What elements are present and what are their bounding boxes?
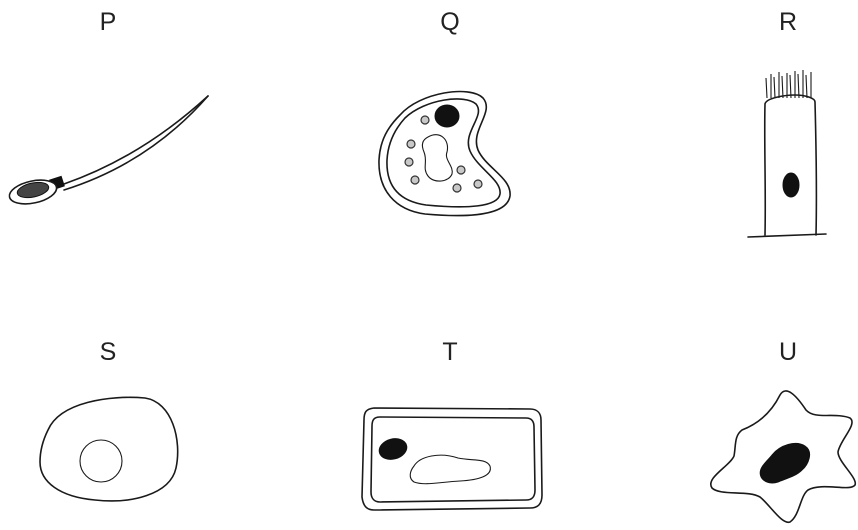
cell-r-ciliated — [747, 70, 827, 238]
cell-t-plant — [361, 407, 543, 511]
granule — [420, 115, 430, 125]
cell-p-sperm — [8, 95, 209, 205]
cell-q-vacuole — [421, 134, 453, 182]
cell-q-nucleus — [434, 104, 460, 128]
granule — [456, 165, 466, 175]
granule — [452, 183, 462, 193]
cilia — [765, 70, 812, 99]
label-q: Q — [440, 8, 460, 36]
cell-t-wall — [361, 407, 543, 511]
cell-q — [378, 90, 511, 217]
sperm-nucleus — [16, 181, 50, 199]
label-u: U — [778, 338, 798, 366]
cell-q-inner-membrane — [386, 98, 501, 208]
cell-s-membrane — [39, 396, 179, 502]
granule — [404, 157, 414, 167]
label-s: S — [99, 338, 117, 366]
cell-s-nucleus — [79, 439, 123, 483]
cell-t-membrane — [370, 416, 536, 503]
cell-t-nucleus — [378, 438, 408, 460]
cell-s — [39, 396, 179, 502]
cell-u-membrane — [710, 390, 856, 523]
cell-u — [710, 390, 856, 523]
cell-r-body — [763, 94, 818, 236]
basement-membrane — [747, 233, 827, 238]
cell-u-nucleus — [759, 442, 811, 484]
sperm-tail-inner — [63, 95, 209, 191]
cell-t-vacuole — [409, 454, 491, 485]
cell-r-nucleus — [782, 172, 800, 198]
cell-q-outer-wall — [378, 90, 511, 217]
granule — [473, 179, 483, 189]
granule — [410, 175, 420, 185]
label-t: T — [442, 338, 458, 366]
label-p: P — [99, 8, 117, 36]
label-r: R — [778, 8, 798, 36]
granule — [406, 139, 416, 149]
sperm-tail-outer — [63, 95, 209, 185]
